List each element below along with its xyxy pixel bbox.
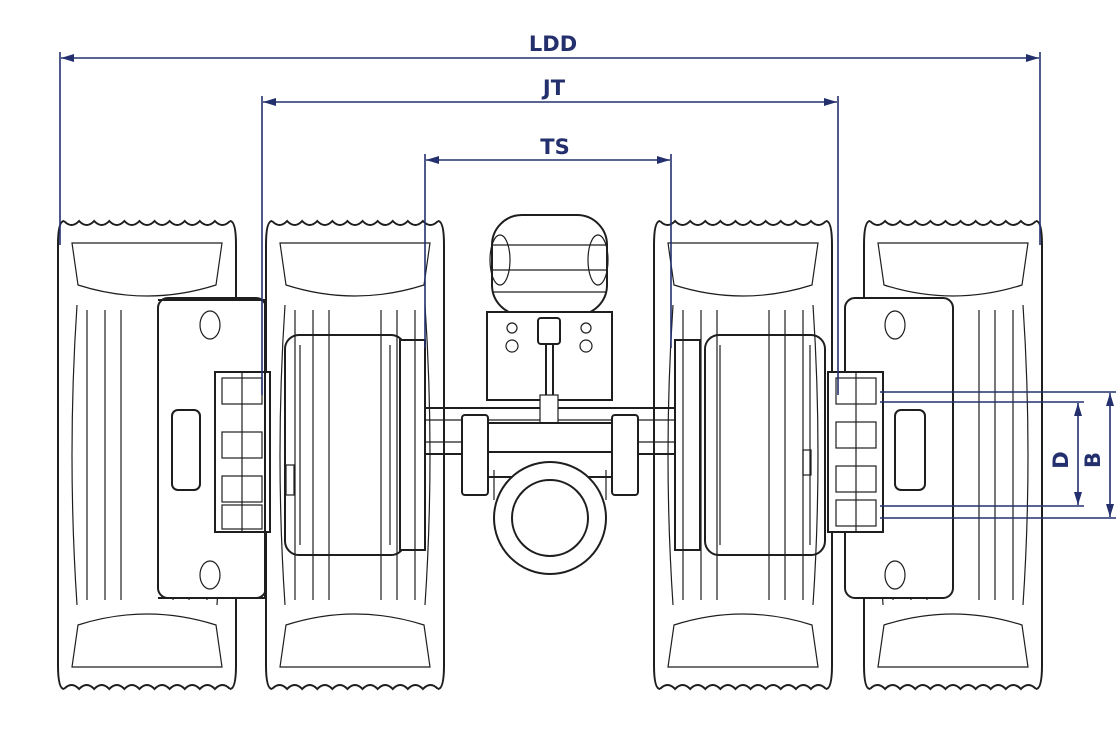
dimension-label-b: B [1081,452,1105,468]
center-suspension [461,214,639,575]
left-bolt-flange [157,297,271,599]
dimension-jt: JT [261,76,839,395]
dimension-ts: TS [424,135,672,348]
left-hub-drum [284,334,426,556]
dimension-label-d: D [1049,451,1073,468]
dimension-ldd: LDD [59,32,1041,245]
right-hub-drum [674,334,826,556]
dimension-b: B [880,391,1116,519]
left-lug-nuts [221,372,263,532]
dimension-label-ts: TS [540,135,569,159]
dimension-label-ldd: LDD [529,32,577,56]
dimension-d: D [880,401,1084,507]
dimension-label-jt: JT [541,76,566,100]
right-lug-nuts [835,372,877,532]
right-bolt-flange [827,297,954,599]
wheel-inner-left [265,219,445,691]
